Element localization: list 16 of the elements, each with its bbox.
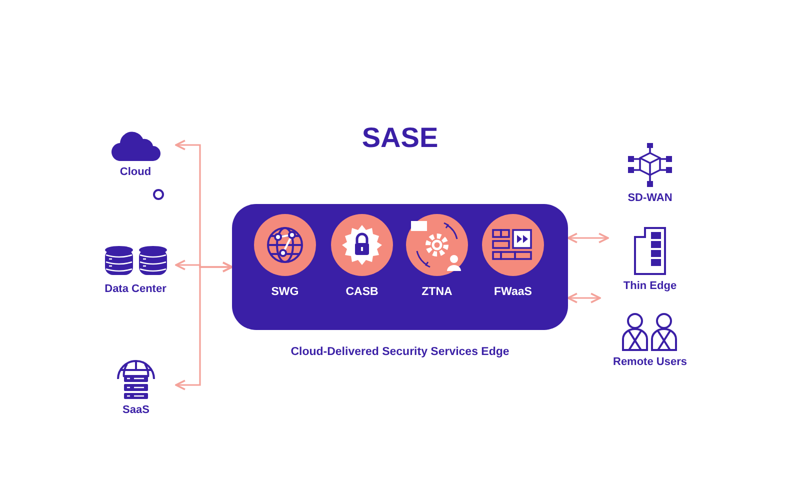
node-label: SD-WAN (628, 192, 672, 204)
service-label: ZTNA (422, 286, 452, 298)
caption-text: Cloud-Delivered Security Services Edge (290, 346, 510, 358)
node-label: Data Center (104, 283, 166, 295)
node-label: Thin Edge (623, 280, 677, 292)
node-label: Cloud (120, 166, 152, 178)
connector-arrow (567, 292, 601, 304)
service-label: SWG (271, 286, 299, 298)
service-label: FWaaS (494, 286, 532, 298)
service-panel (232, 204, 568, 330)
service-label: CASB (346, 286, 378, 298)
node-label: SaaS (122, 404, 150, 416)
connector-arrow (175, 262, 233, 390)
node-label: Remote Users (613, 356, 687, 368)
title: SASE (360, 122, 440, 154)
connector-arrow (567, 232, 609, 244)
